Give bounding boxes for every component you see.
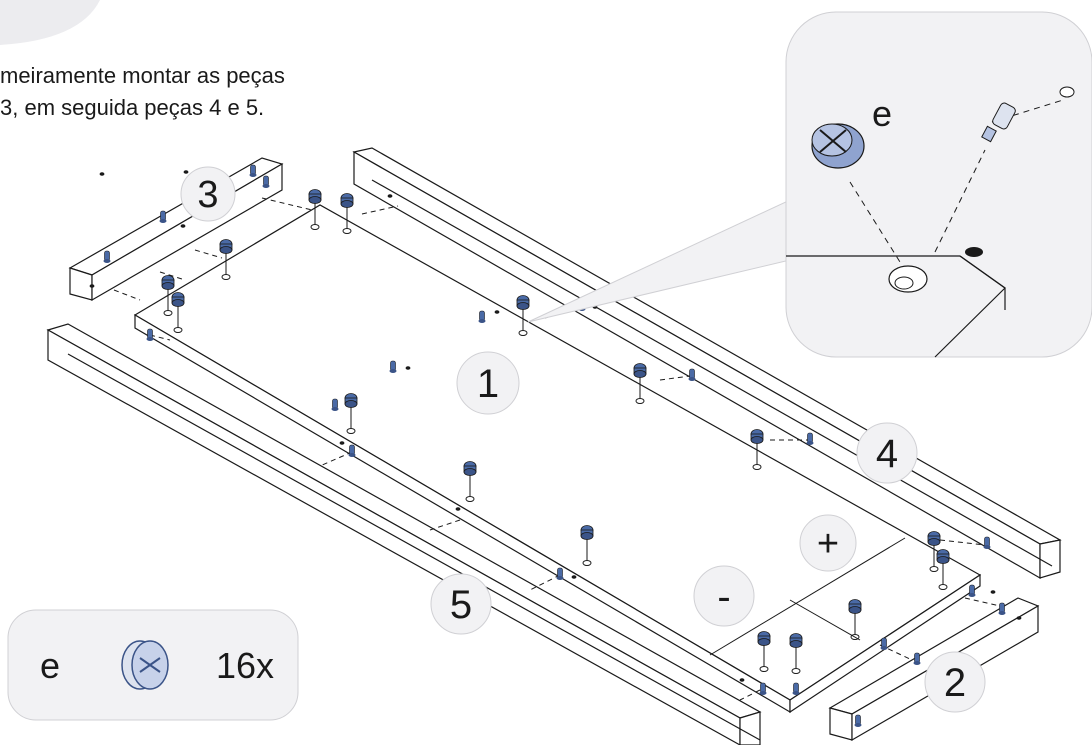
svg-text:3: 3 — [197, 174, 218, 216]
instruction-line-1: meiramente montar as peças — [0, 63, 285, 88]
part-badge-1: 1 — [456, 351, 520, 415]
rail-piece-5 — [46, 323, 762, 745]
svg-text:1: 1 — [477, 362, 499, 406]
plus-marker: + — [799, 514, 857, 572]
svg-text:-: - — [717, 575, 730, 619]
step-badge-corner — [0, 0, 100, 45]
instruction-line-2: 3, em seguida peças 4 e 5. — [0, 95, 265, 120]
svg-text:4: 4 — [876, 432, 898, 476]
cam-lock-fitting-icon — [121, 640, 169, 690]
detail-callout: e — [527, 11, 1092, 358]
cam-lock-detail-icon — [811, 123, 865, 169]
connecting-bolt-icon — [981, 102, 1016, 143]
detail-label: e — [872, 93, 892, 134]
part-badge-2: 2 — [924, 651, 986, 713]
legend-count: 16x — [216, 645, 274, 686]
part-badge-5: 5 — [430, 573, 492, 635]
minus-marker: - — [693, 565, 755, 627]
svg-text:2: 2 — [944, 661, 966, 705]
legend-label: e — [40, 645, 60, 686]
fitting-legend: e 16x — [7, 609, 299, 721]
part-badge-4: 4 — [856, 422, 918, 484]
part-badge-3: 3 — [180, 166, 236, 222]
instruction-text: meiramente montar as peças 3, em seguida… — [0, 60, 285, 124]
svg-text:5: 5 — [450, 583, 472, 627]
svg-text:+: + — [817, 523, 839, 565]
